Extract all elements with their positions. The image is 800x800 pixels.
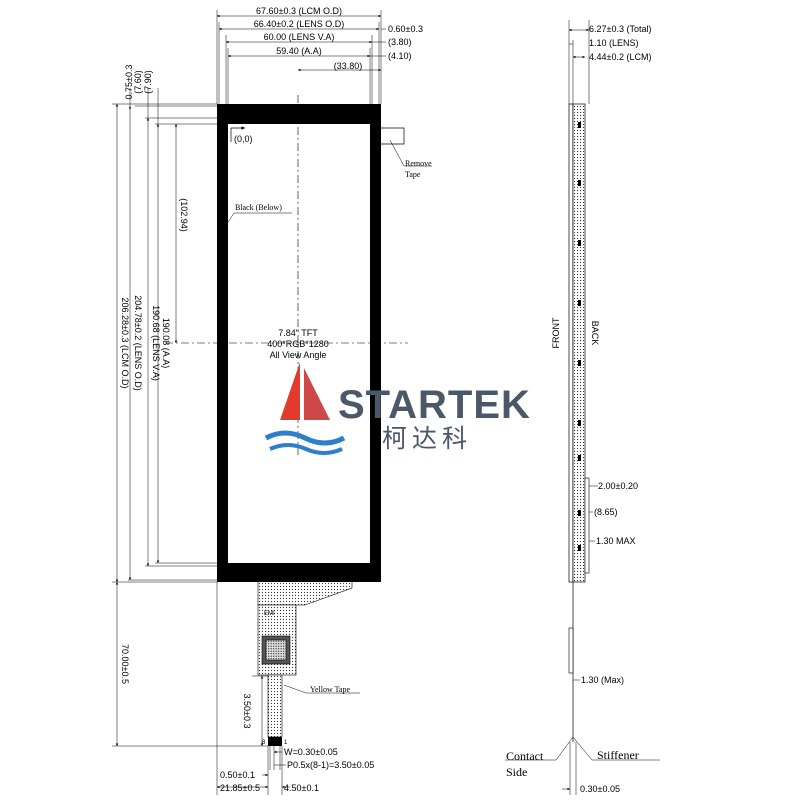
remove-tape-label-2: Tape [405,170,421,179]
top-dimensions [216,10,386,124]
dim-offset-lcm: 0.60±0.3 [388,24,423,34]
remove-tape-tab [381,127,405,145]
logo-red-sail [280,362,300,420]
front-label: FRONT [551,317,561,348]
dim-pitch: P0.5x(8-1)=3.50±0.05 [287,760,374,770]
dim-side-130: 1.30 (Max) [581,675,624,685]
contact-pads [268,737,282,746]
panel-resolution-text: 400*RGB*1280 [267,339,329,349]
logo-wave-1 [264,430,346,446]
dim-aa-width: 59.40 (A.A) [276,46,322,56]
front-view: (0,0) 7.84" TFT 400*RGB*1280 All View An… [112,6,432,795]
side-lens [568,103,574,583]
dim-lens-va-height: 190.68 (LENS V.A) [151,305,161,381]
fpc-bend [257,582,353,606]
dim-lens-od-height: 204.78±0.2 (LENS O.D) [133,295,143,390]
back-label: BACK [590,321,600,346]
dim-050: 0.50±0.1 [220,770,255,780]
side-view: 6.27±0.3 (Total) 1.10 (LENS) 4.44±0.2 (L… [505,20,660,795]
dim-side-865: (8.65) [594,507,618,517]
dim-aa-height: 190.08 (A.A) [161,318,171,369]
origin-marker [230,128,245,142]
stiffener-label: Stiffener [597,748,639,762]
dim-side-total: 6.27±0.3 (Total) [589,24,651,34]
dim-790: (7.90) [143,70,153,94]
dim-pin-width: W=0.30±0.05 [284,747,338,757]
dim-102-94: (102.94) [179,198,189,232]
active-area [228,124,370,563]
dim-offset-380: (3.80) [388,37,412,47]
dim-side-lcm: 4.44±0.2 (LCM) [589,52,651,62]
side-lcm [572,103,586,583]
dim-center-offset: (33.80) [334,61,363,71]
dim-fpc-length: 70.00±0.5 [120,644,130,684]
dim-4-50: 4.50±0.1 [284,783,319,793]
side-backplate [584,477,590,574]
dim-side-lens: 1.10 (LENS) [589,38,639,48]
dim-lens-od: 66.40±0.2 (LENS O.D) [254,19,344,29]
pin-1-label: 1 [284,740,288,746]
dim-21-85: 21.85±0.5 [220,783,260,793]
dim-lcm-height: 206.28±0.3 (LCM O.D) [120,298,130,389]
contact-side-label-1: Contact [506,749,544,763]
pin-8-label: 8 [262,740,266,746]
dim-side-030: 0.30±0.05 [580,784,620,794]
dim-offset-410: (4.10) [388,51,412,61]
bottom-dimensions [216,582,290,795]
dim-side-200: 2.00±0.20 [598,481,638,491]
black-below-label: Black (Below) [235,203,282,212]
yellow-tape-label: Yellow Tape [310,685,350,694]
logo-brand-text: STARTEK [338,383,531,427]
dim-lens-va: 60.00 (LENS V.A) [264,32,335,42]
dim-side-130max: 1.30 MAX [596,536,636,546]
side-stiffener [568,627,574,674]
dim-finger-length: 3.50±0.3 [242,694,252,729]
remove-tape-label-1: Remove [405,159,432,168]
dim-lcm-od: 67.60±0.3 (LCM O.D) [256,6,342,16]
emi-label: EMI [264,611,275,617]
logo-wave-2 [269,443,343,455]
dim-075: 0.75±0.3 [124,65,134,100]
panel-size-text: 7.84" TFT [278,328,318,338]
startek-logo: STARTEK 柯达科 [264,362,531,455]
logo-chinese-text: 柯达科 [382,424,472,453]
left-dimensions [112,88,268,747]
fpc-finger [267,674,283,738]
contact-side-label-2: Side [506,765,527,779]
origin-label: (0,0) [234,134,253,144]
panel-angle-text: All View Angle [270,350,327,360]
dim-760: (7.60) [133,70,143,94]
